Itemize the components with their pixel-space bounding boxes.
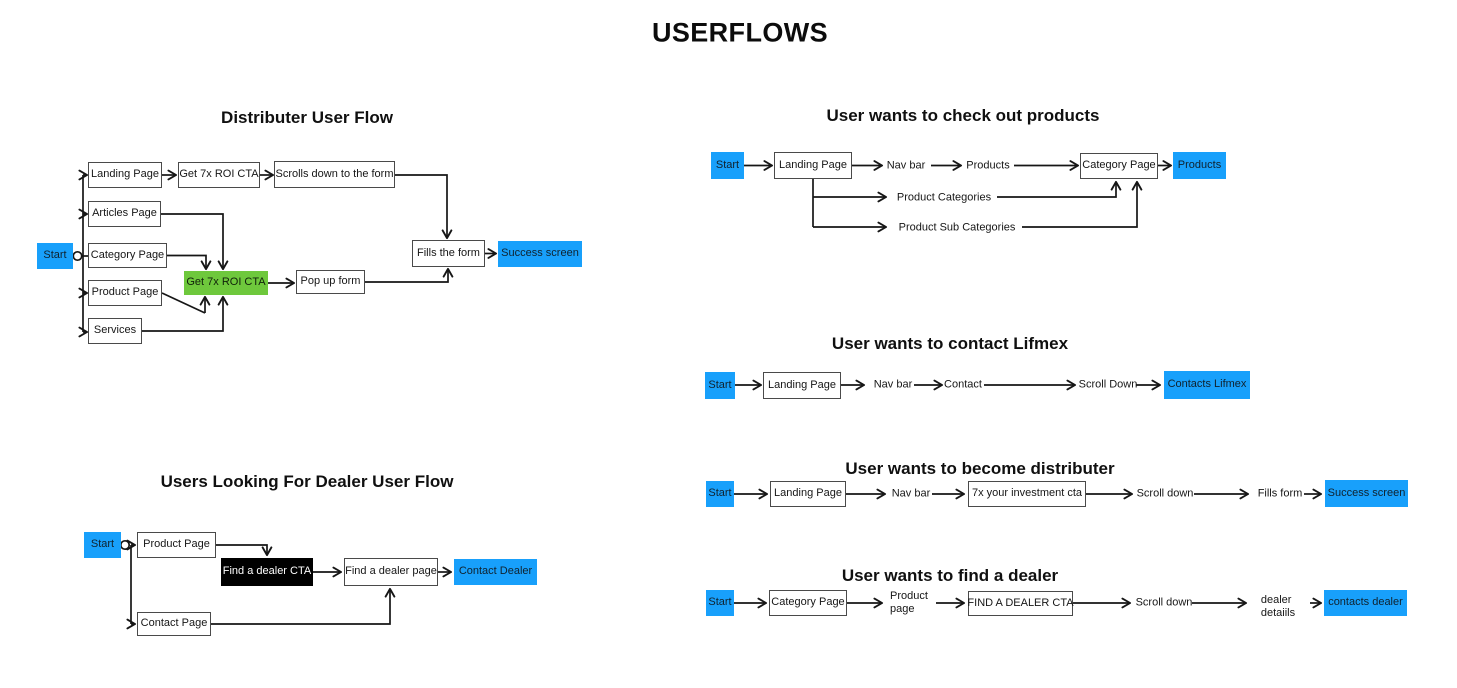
node-category-page: Category Page [769,590,847,616]
node-landing-page: Landing Page [763,372,841,399]
node-success-screen: Success screen [498,241,582,267]
edge-productpage-blackcta [216,544,273,557]
node-nav-bar: Nav bar [891,487,931,500]
checkout-products-title: User wants to check out products [826,106,1100,125]
node-nav-bar: Nav bar [886,159,926,172]
node-scroll-down: Scroll down [1136,487,1194,500]
node-start: Start [706,481,734,507]
node-find-dealer-page: Find a dealer page [344,558,438,586]
node-contacts-lifmex: Contacts Lifmex [1164,371,1250,399]
node-category-page: Category Page [1080,153,1158,179]
node-products: Products [966,159,1010,172]
node-fills-form: Fills form [1257,487,1303,500]
become-distributer-title: User wants to become distributer [845,459,1115,478]
node-start: Start [84,532,121,558]
node-find-dealer-cta: FIND A DEALER CTA [967,591,1074,616]
node-articles-page: Articles Page [88,201,161,227]
node-contact-page: Contact Page [137,612,211,636]
edge-contactpage-dealerpage [211,587,396,625]
node-get-roi-cta: Get 7x ROI CTA [178,162,260,188]
node-landing-page: Landing Page [774,152,852,179]
node-start: Start [706,590,734,616]
node-start: Start [705,372,735,399]
node-scroll-down: Scroll Down [1078,378,1138,391]
node-product-categories: Product Categories [896,191,992,204]
node-get-roi-cta-green: Get 7x ROI CTA [184,271,268,295]
node-scrolls-down-form: Scrolls down to the form [274,161,395,188]
node-product-page: Product page [890,589,928,615]
edge-subcategories-categorypage [1022,180,1143,228]
node-product-sub-categories: Product Sub Categories [898,221,1016,234]
node-contact: Contact [944,378,982,391]
node-success-screen: Success screen [1325,480,1408,507]
edge-articles-greencta [161,213,229,271]
edge-popup-fills [365,267,454,283]
edge-product-greencta-diag [161,292,206,314]
edge-services-greencta [142,295,229,332]
node-contacts-dealer: contacts dealer [1324,590,1407,616]
node-scroll-down: Scroll down [1135,596,1193,609]
node-find-dealer-cta: Find a dealer CTA [221,558,313,586]
contact-lifmex-title: User wants to contact Lifmex [831,334,1069,353]
start-port-circle [72,250,83,262]
node-fills-the-form: Fills the form [412,240,485,267]
node-dealer-details: dealer detaiils [1260,593,1296,619]
node-product-page: Product Page [88,280,162,306]
edge-categories-categorypage [997,180,1122,198]
node-start: Start [711,152,744,179]
node-popup-form: Pop up form [296,270,365,294]
checkout-products-edges [744,160,1173,233]
distributer-flow-title: Distributer User Flow [221,108,393,127]
node-investment-cta: 7x your investment cta [968,481,1086,507]
node-landing-page: Landing Page [770,481,846,507]
node-category-page: Category Page [88,243,167,268]
node-nav-bar: Nav bar [873,378,913,391]
distributer-flow-edges [72,169,498,338]
node-start: Start [37,243,73,269]
dealer-flow-title: Users Looking For Dealer User Flow [160,472,454,491]
node-products-end: Products [1173,152,1226,179]
node-landing-page: Landing Page [88,162,162,188]
find-dealer-title: User wants to find a dealer [841,566,1059,585]
dealer-flow-edges [119,539,453,630]
node-product-page: Product Page [137,532,216,558]
page-title: USERFLOWS [651,17,829,48]
edge-category-greencta [167,254,212,271]
node-services: Services [88,318,142,344]
node-contact-dealer: Contact Dealer [454,559,537,585]
start-port-circle [119,539,131,551]
edge-scrolls-fills [395,174,453,240]
